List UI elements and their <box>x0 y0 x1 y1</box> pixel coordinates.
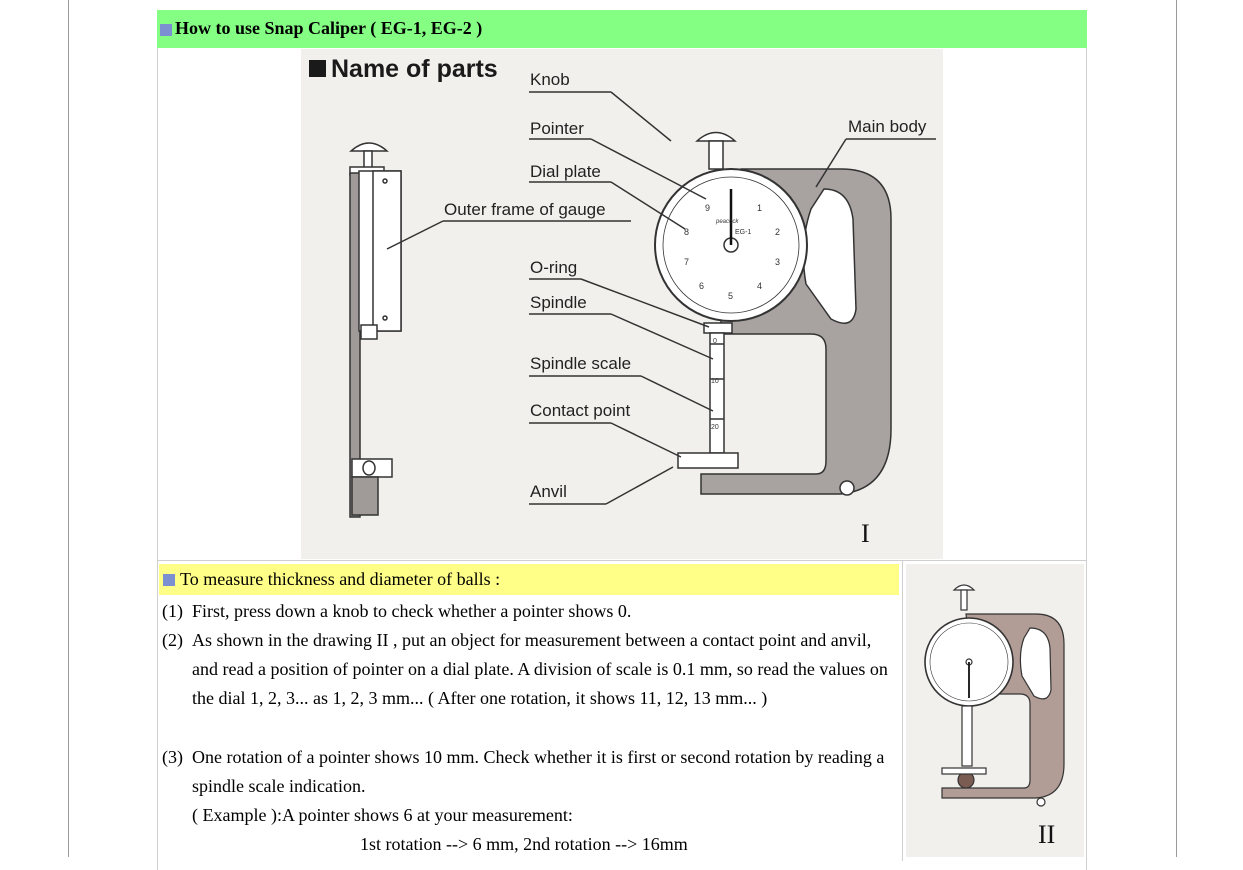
example-line: ( Example ):A pointer shows 6 at your me… <box>192 805 573 825</box>
figure-number-2: II <box>1038 820 1056 849</box>
step-text: As shown in the drawing II , put an obje… <box>192 630 888 708</box>
subsection-title: To measure thickness and diameter of bal… <box>180 569 501 589</box>
page-right-border <box>1176 0 1177 857</box>
figure-measuring-ball: II <box>906 564 1084 857</box>
caliper-ball-diagram <box>924 584 1065 807</box>
caliper-parts-diagram: 9 1 8 2 7 3 6 4 5 peacock EG-1 0 10 20 <box>349 91 936 518</box>
page-title: How to use Snap Caliper ( EG-1, EG-2 ) <box>175 18 483 38</box>
dial-number: 9 <box>705 203 710 213</box>
spindle-mark: 0 <box>713 338 717 345</box>
step-number: (1) <box>162 601 183 621</box>
dial-number: 1 <box>757 203 762 213</box>
step-text: First, press down a knob to check whethe… <box>192 601 632 621</box>
step-1: (1) First, press down a knob to check wh… <box>162 597 902 626</box>
label-knob: Knob <box>530 70 570 89</box>
dial-number: 2 <box>775 227 780 237</box>
step-text: One rotation of a pointer shows 10 mm. C… <box>192 747 885 796</box>
label-spindle-scale: Spindle scale <box>530 354 632 373</box>
dial-number: 3 <box>775 257 780 267</box>
label-outer-frame: Outer frame of gauge <box>444 200 606 219</box>
dial-number: 7 <box>684 257 689 267</box>
step-3: (3) One rotation of a pointer shows 10 m… <box>162 743 902 801</box>
page-left-border <box>68 0 69 857</box>
dial-number: 6 <box>699 281 704 291</box>
step-number: (2) <box>162 630 183 650</box>
bullet-square-icon <box>163 574 175 586</box>
spindle-mark: 20 <box>711 424 719 431</box>
dial-brand: peacock <box>715 219 739 225</box>
section-divider <box>157 560 1087 561</box>
label-pointer: Pointer <box>530 119 584 138</box>
label-contact-point: Contact point <box>530 401 631 420</box>
figure-number-1: I <box>861 519 870 548</box>
label-main-body: Main body <box>848 117 927 136</box>
bullet-square-icon <box>160 24 172 36</box>
name-of-parts-heading: Name of parts <box>309 55 498 84</box>
section-header: How to use Snap Caliper ( EG-1, EG-2 ) <box>157 10 1087 48</box>
example-result: 1st rotation --> 6 mm, 2nd rotation --> … <box>360 834 688 854</box>
dial-model: EG-1 <box>735 229 751 236</box>
dial-number: 8 <box>684 227 689 237</box>
label-dial-plate: Dial plate <box>530 162 601 181</box>
dial-number: 5 <box>728 291 733 301</box>
label-anvil: Anvil <box>530 482 567 501</box>
column-divider <box>902 561 903 861</box>
label-spindle: Spindle <box>530 293 587 312</box>
spindle-mark: 10 <box>711 378 719 385</box>
figure-name-of-parts: 9 1 8 2 7 3 6 4 5 peacock EG-1 0 10 20 N… <box>301 49 943 559</box>
step-number: (3) <box>162 747 183 767</box>
subsection-header: To measure thickness and diameter of bal… <box>159 564 899 595</box>
label-o-ring: O-ring <box>530 258 578 277</box>
dial-number: 4 <box>757 281 762 291</box>
black-square-icon <box>309 59 326 77</box>
step-2: (2) As shown in the drawing II , put an … <box>162 626 902 743</box>
